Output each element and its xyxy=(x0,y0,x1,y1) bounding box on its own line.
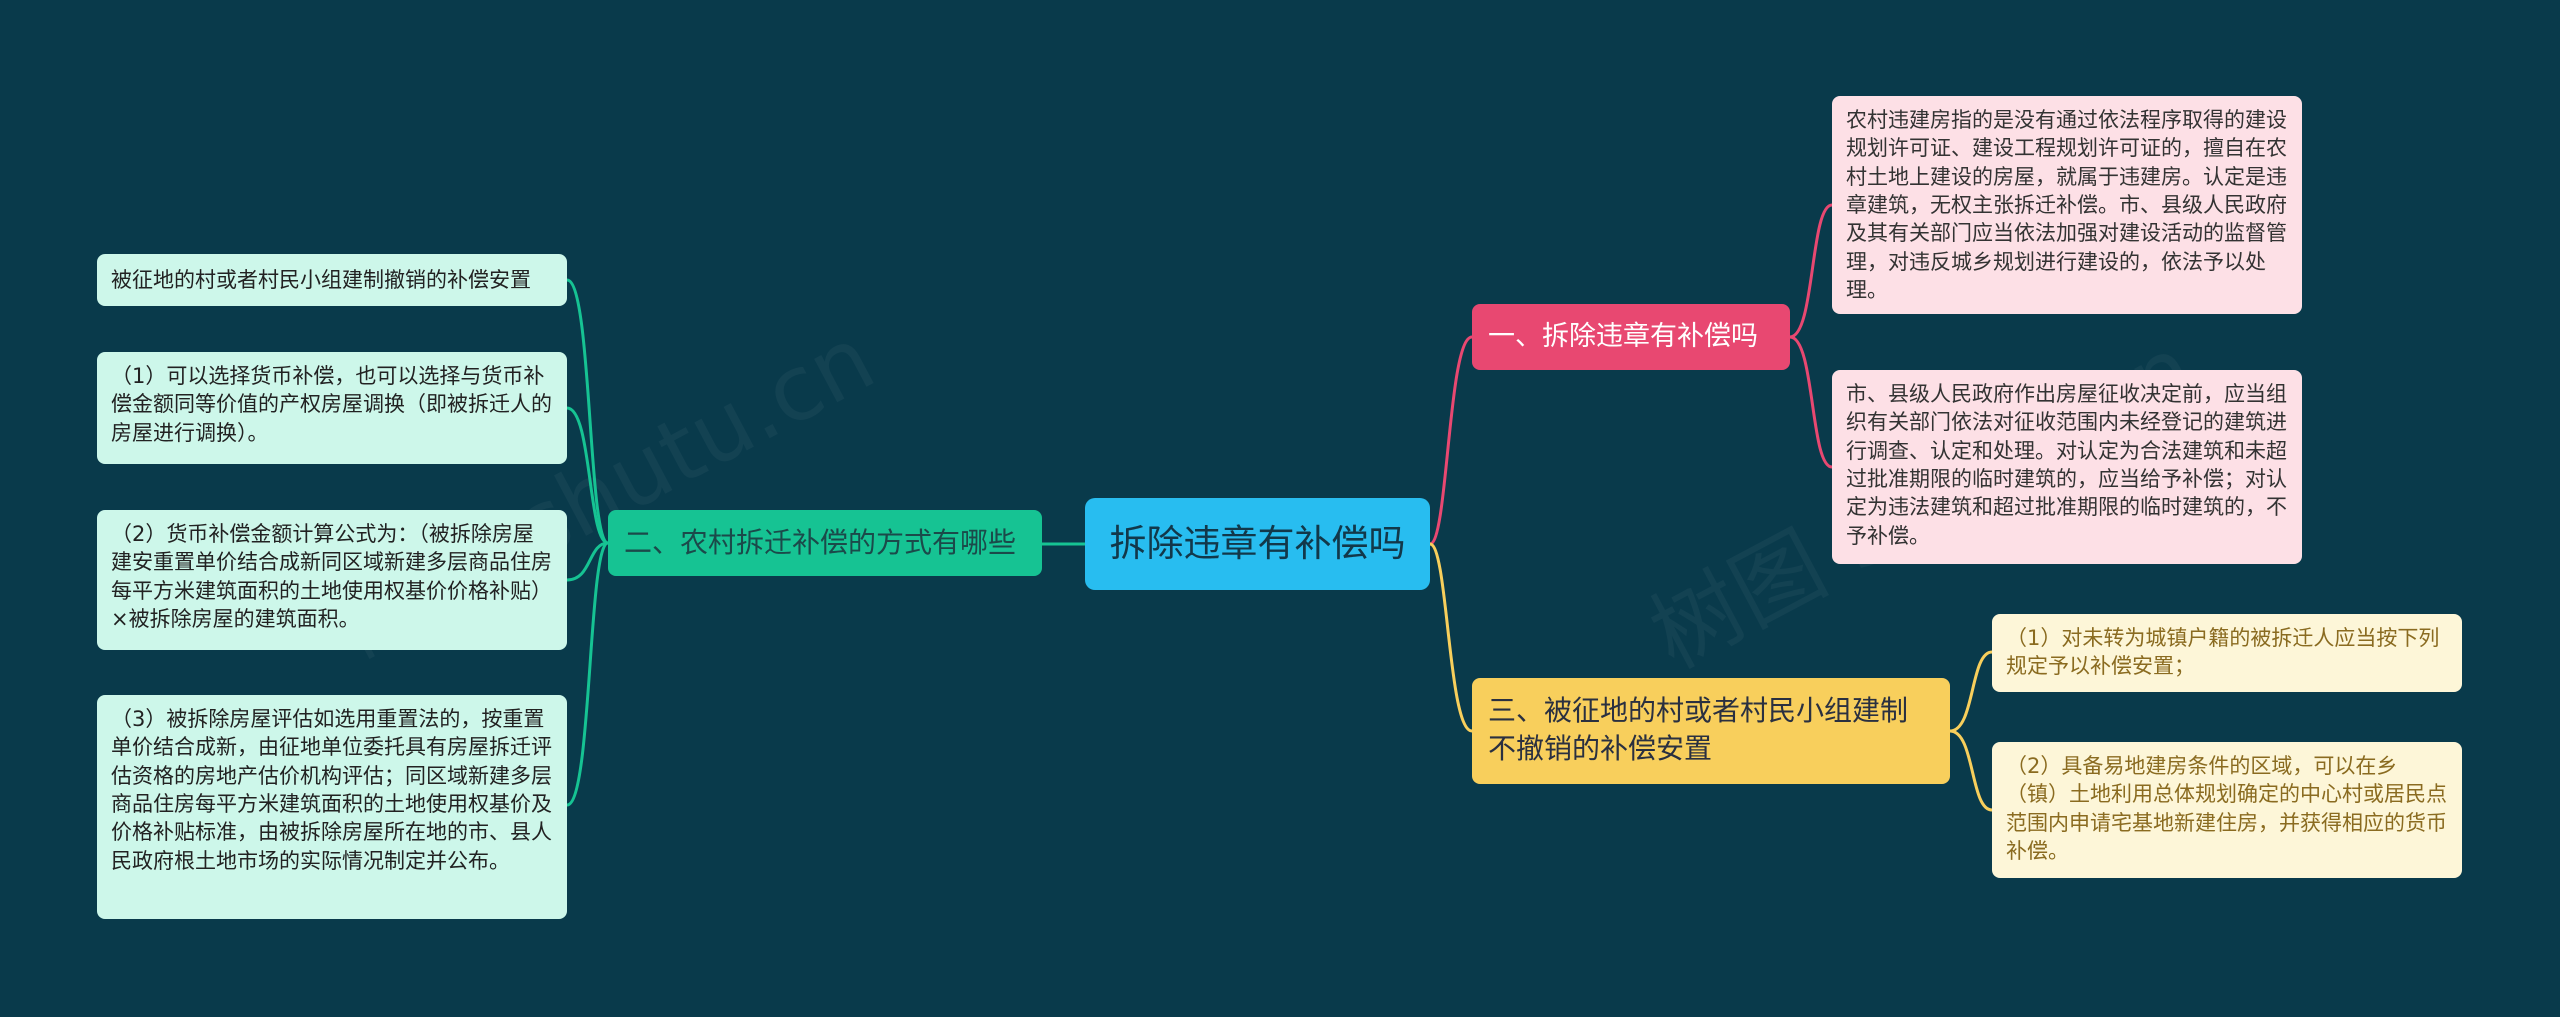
link-b1-leaf1 xyxy=(1789,203,1833,339)
branch-topic-3[interactable]: 三、被征地的村或者村民小组建制不撤销的补偿安置 xyxy=(1472,678,1950,784)
link-root-b1 xyxy=(1429,335,1473,546)
leaf-topic-b2-1[interactable]: 被征地的村或者村民小组建制撤销的补偿安置 xyxy=(97,254,567,306)
leaf-topic-b2-2[interactable]: （1）可以选择货币补偿，也可以选择与货币补偿金额同等价值的产权房屋调换（即被拆迁… xyxy=(97,352,567,464)
link-b2-leaf3 xyxy=(566,541,609,582)
link-b3-leaf2 xyxy=(1949,729,1993,812)
branch-topic-2[interactable]: 二、农村拆迁补偿的方式有哪些 xyxy=(608,510,1042,576)
link-b3-leaf1 xyxy=(1949,650,1993,733)
link-b2-leaf2 xyxy=(566,406,609,545)
root-topic[interactable]: 拆除违章有补偿吗 xyxy=(1085,498,1430,590)
link-root-b3 xyxy=(1429,542,1473,733)
link-b2-leaf4 xyxy=(566,541,609,807)
leaf-topic-b2-3[interactable]: （2）货币补偿金额计算公式为：（被拆除房屋建安重置单价结合成新同区域新建多层商品… xyxy=(97,510,567,650)
leaf-topic-b3-1[interactable]: （1）对未转为城镇户籍的被拆迁人应当按下列规定予以补偿安置； xyxy=(1992,614,2462,692)
link-b1-leaf2 xyxy=(1789,335,1833,469)
leaf-topic-b1-1[interactable]: 农村违建房指的是没有通过依法程序取得的建设规划许可证、建设工程规划许可证的，擅自… xyxy=(1832,96,2302,314)
leaf-topic-b2-4[interactable]: （3）被拆除房屋评估如选用重置法的，按重置单价结合成新，由征地单位委托具有房屋拆… xyxy=(97,695,567,919)
leaf-topic-b1-2[interactable]: 市、县级人民政府作出房屋征收决定前，应当组织有关部门依法对征收范围内未经登记的建… xyxy=(1832,370,2302,564)
link-b2-leaf1 xyxy=(566,278,609,545)
branch-topic-1[interactable]: 一、拆除违章有补偿吗 xyxy=(1472,304,1790,370)
leaf-topic-b3-2[interactable]: （2）具备易地建房条件的区域，可以在乡（镇）土地利用总体规划确定的中心村或居民点… xyxy=(1992,742,2462,878)
